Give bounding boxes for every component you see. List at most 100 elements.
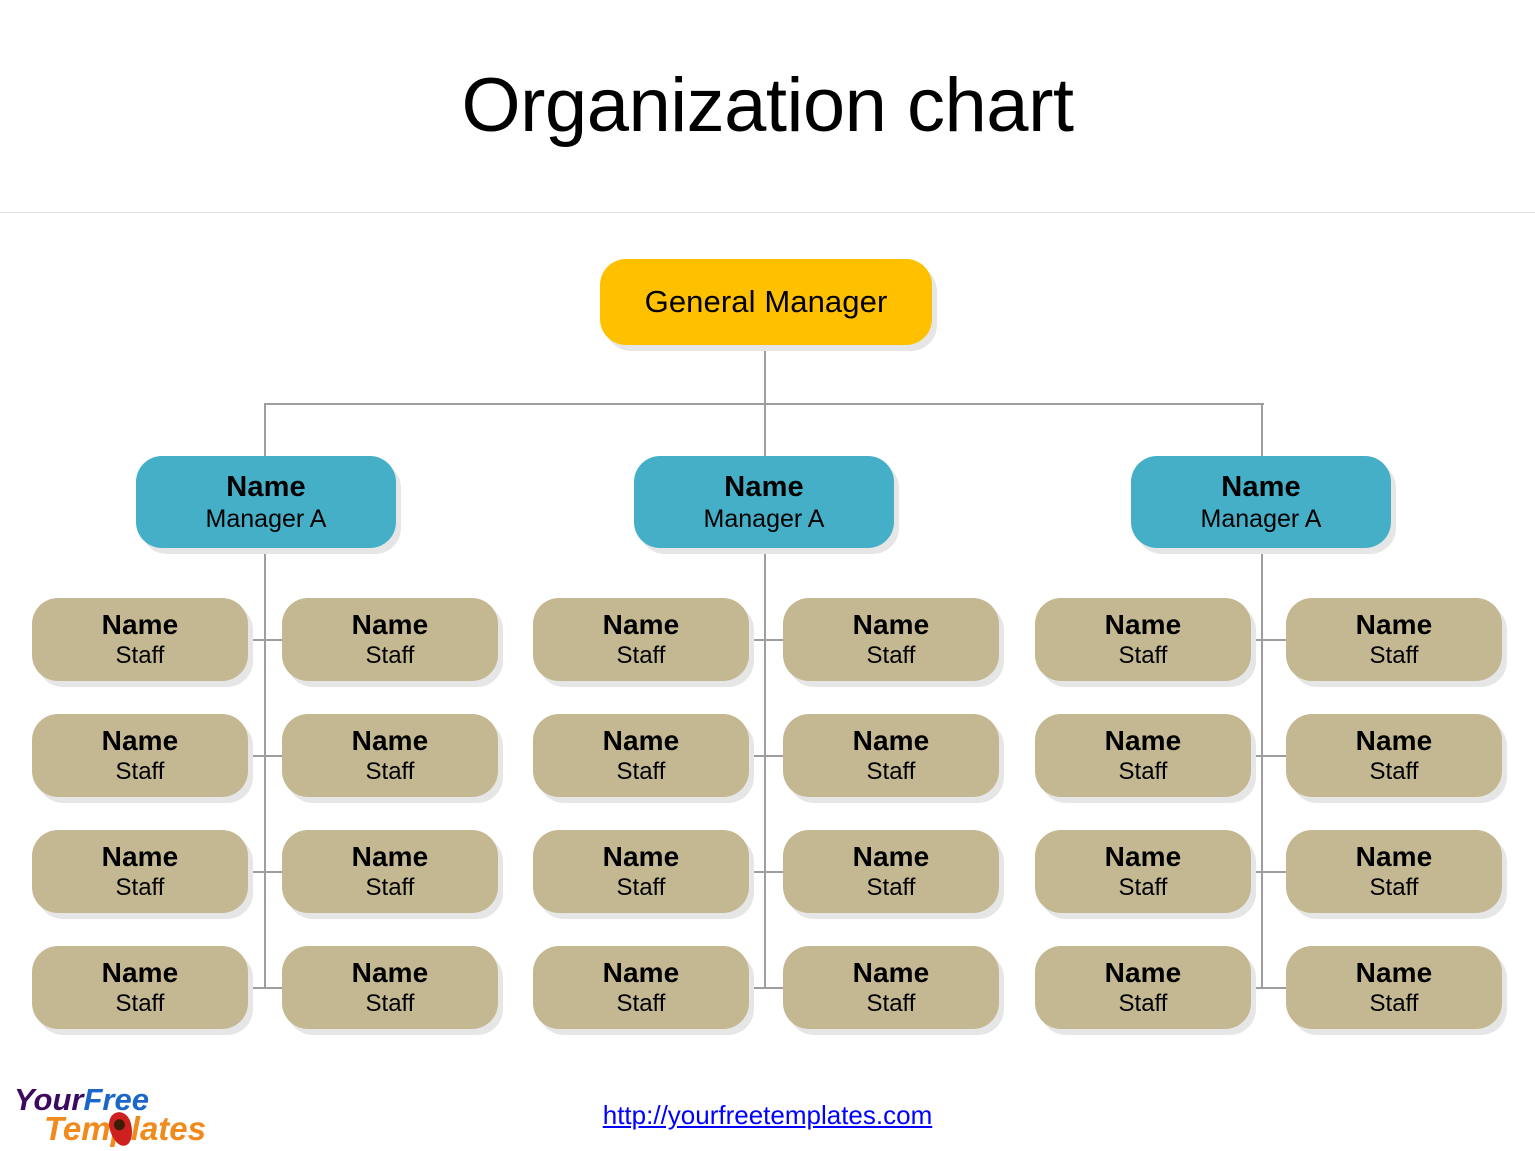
node-name: Name [1221,470,1301,503]
connector-drop-branch-1 [264,403,266,457]
node-label: General Manager [644,283,888,319]
node-name: Name [1104,609,1182,641]
node-name: Name [1104,957,1182,989]
node-staff-b2-r2-right[interactable]: Name Staff [783,714,999,797]
node-manager-2[interactable]: Name Manager A [634,456,894,548]
node-staff-b3-r3-left[interactable]: Name Staff [1035,830,1251,913]
node-name: Name [1355,725,1433,757]
node-role: Staff [616,757,666,785]
node-name: Name [852,725,930,757]
page-title: Organization chart [461,63,1075,148]
connector-stub-b2-r1-left [749,639,765,641]
node-staff-b3-r4-right[interactable]: Name Staff [1286,946,1502,1029]
node-role: Staff [115,989,165,1017]
node-role: Staff [115,757,165,785]
node-name: Name [1355,957,1433,989]
connector-drop-branch-3 [1261,403,1263,457]
node-name: Name [1104,725,1182,757]
node-role: Staff [1369,641,1419,669]
logo-word-your: Your [14,1082,84,1117]
connector-stub-b1-r2-right [265,755,283,757]
logo-line-1: YourFree [14,1082,149,1118]
node-staff-b3-r1-left[interactable]: Name Staff [1035,598,1251,681]
node-name: Name [602,957,680,989]
node-staff-b1-r4-right[interactable]: Name Staff [282,946,498,1029]
node-name: Name [602,725,680,757]
connector-stub-b2-r3-right [765,871,783,873]
node-staff-b1-r2-right[interactable]: Name Staff [282,714,498,797]
node-staff-b1-r4-left[interactable]: Name Staff [32,946,248,1029]
node-staff-b2-r3-right[interactable]: Name Staff [783,830,999,913]
node-role: Staff [616,641,666,669]
node-name: Name [852,957,930,989]
connector-stub-b2-r3-left [749,871,765,873]
node-staff-b2-r2-left[interactable]: Name Staff [533,714,749,797]
connector-stub-b3-r1-left [1246,639,1262,641]
node-manager-3[interactable]: Name Manager A [1131,456,1391,548]
node-name: Name [101,841,179,873]
footer-website-link[interactable]: http://yourfreetemplates.com [602,1100,933,1130]
connector-spine-branch-1 [264,548,266,989]
connector-stub-b1-r3-right [265,871,283,873]
node-staff-b2-r1-right[interactable]: Name Staff [783,598,999,681]
node-staff-b3-r4-left[interactable]: Name Staff [1035,946,1251,1029]
node-role: Staff [115,873,165,901]
node-role: Staff [1369,989,1419,1017]
node-name: Name [101,957,179,989]
connector-stub-b3-r1-right [1262,639,1286,641]
node-role: Staff [866,757,916,785]
node-staff-b3-r3-right[interactable]: Name Staff [1286,830,1502,913]
node-staff-b3-r1-right[interactable]: Name Staff [1286,598,1502,681]
node-staff-b1-r3-right[interactable]: Name Staff [282,830,498,913]
connector-stub-b3-r4-right [1262,987,1286,989]
connector-spine-branch-3 [1261,548,1263,989]
node-role: Manager A [1200,505,1322,534]
node-name: Name [351,725,429,757]
connector-stub-b3-r3-right [1262,871,1286,873]
node-staff-b2-r4-left[interactable]: Name Staff [533,946,749,1029]
connector-stub-b2-r2-right [765,755,783,757]
node-staff-b1-r1-right[interactable]: Name Staff [282,598,498,681]
node-staff-b3-r2-left[interactable]: Name Staff [1035,714,1251,797]
connector-stub-b1-r1-right [265,639,283,641]
connector-stub-b1-r4-left [248,987,265,989]
node-name: Name [351,841,429,873]
connector-stub-b3-r2-right [1262,755,1286,757]
connector-stub-b1-r2-left [248,755,265,757]
node-staff-b2-r1-left[interactable]: Name Staff [533,598,749,681]
node-role: Staff [616,873,666,901]
logo-word-free: Free [83,1082,149,1117]
node-name: Name [101,725,179,757]
node-general-manager[interactable]: General Manager [600,259,932,345]
connector-stub-b1-r4-right [265,987,283,989]
node-name: Name [351,957,429,989]
node-role: Staff [616,989,666,1017]
connector-stub-b3-r2-left [1246,755,1262,757]
connector-stub-b2-r4-right [765,987,783,989]
node-role: Staff [1118,757,1168,785]
title-divider [0,212,1535,213]
connector-stub-b1-r3-left [248,871,265,873]
node-name: Name [1104,841,1182,873]
node-role: Manager A [703,505,825,534]
node-staff-b2-r4-right[interactable]: Name Staff [783,946,999,1029]
node-role: Staff [115,641,165,669]
node-role: Staff [866,641,916,669]
node-name: Name [1355,609,1433,641]
node-staff-b3-r2-right[interactable]: Name Staff [1286,714,1502,797]
node-staff-b1-r3-left[interactable]: Name Staff [32,830,248,913]
connector-spine-branch-2 [764,548,766,989]
node-manager-1[interactable]: Name Manager A [136,456,396,548]
node-role: Staff [365,641,415,669]
connector-stub-b2-r4-left [749,987,765,989]
node-staff-b1-r2-left[interactable]: Name Staff [32,714,248,797]
node-role: Staff [1118,989,1168,1017]
node-staff-b2-r3-left[interactable]: Name Staff [533,830,749,913]
node-name: Name [101,609,179,641]
node-name: Name [602,841,680,873]
node-name: Name [602,609,680,641]
node-staff-b1-r1-left[interactable]: Name Staff [32,598,248,681]
node-role: Manager A [205,505,327,534]
node-role: Staff [365,989,415,1017]
